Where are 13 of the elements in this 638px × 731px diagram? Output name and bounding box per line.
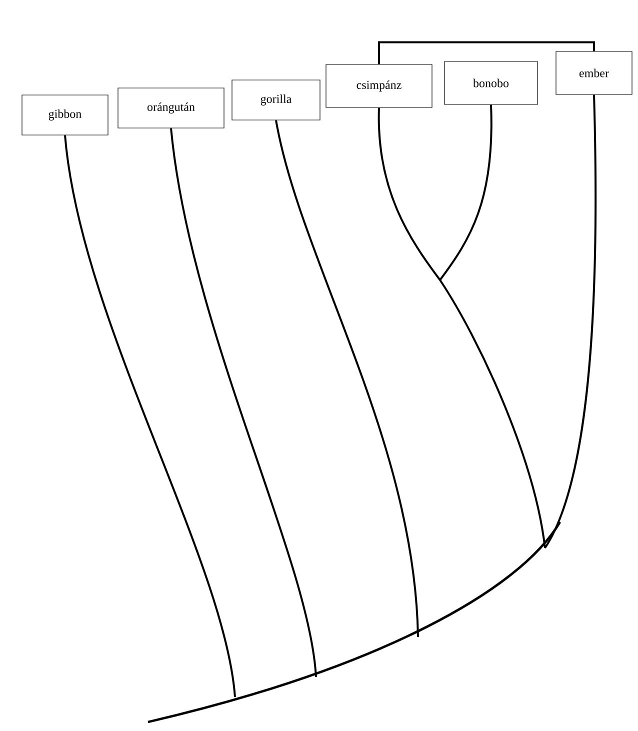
species-box: csimpánz (326, 64, 432, 108)
branch-line (64, 135, 236, 698)
bracket-line (378, 41, 595, 64)
species-box: gibbon (22, 94, 108, 136)
branch-line (544, 94, 597, 548)
species-box: ember (556, 51, 632, 95)
branch-line (439, 104, 492, 281)
species-box: orángután (118, 88, 224, 128)
branch-line (170, 128, 317, 678)
species-box: bonobo (444, 61, 538, 105)
branch-line (275, 120, 419, 638)
branch-line (378, 108, 546, 548)
species-box: gorilla (232, 80, 320, 120)
